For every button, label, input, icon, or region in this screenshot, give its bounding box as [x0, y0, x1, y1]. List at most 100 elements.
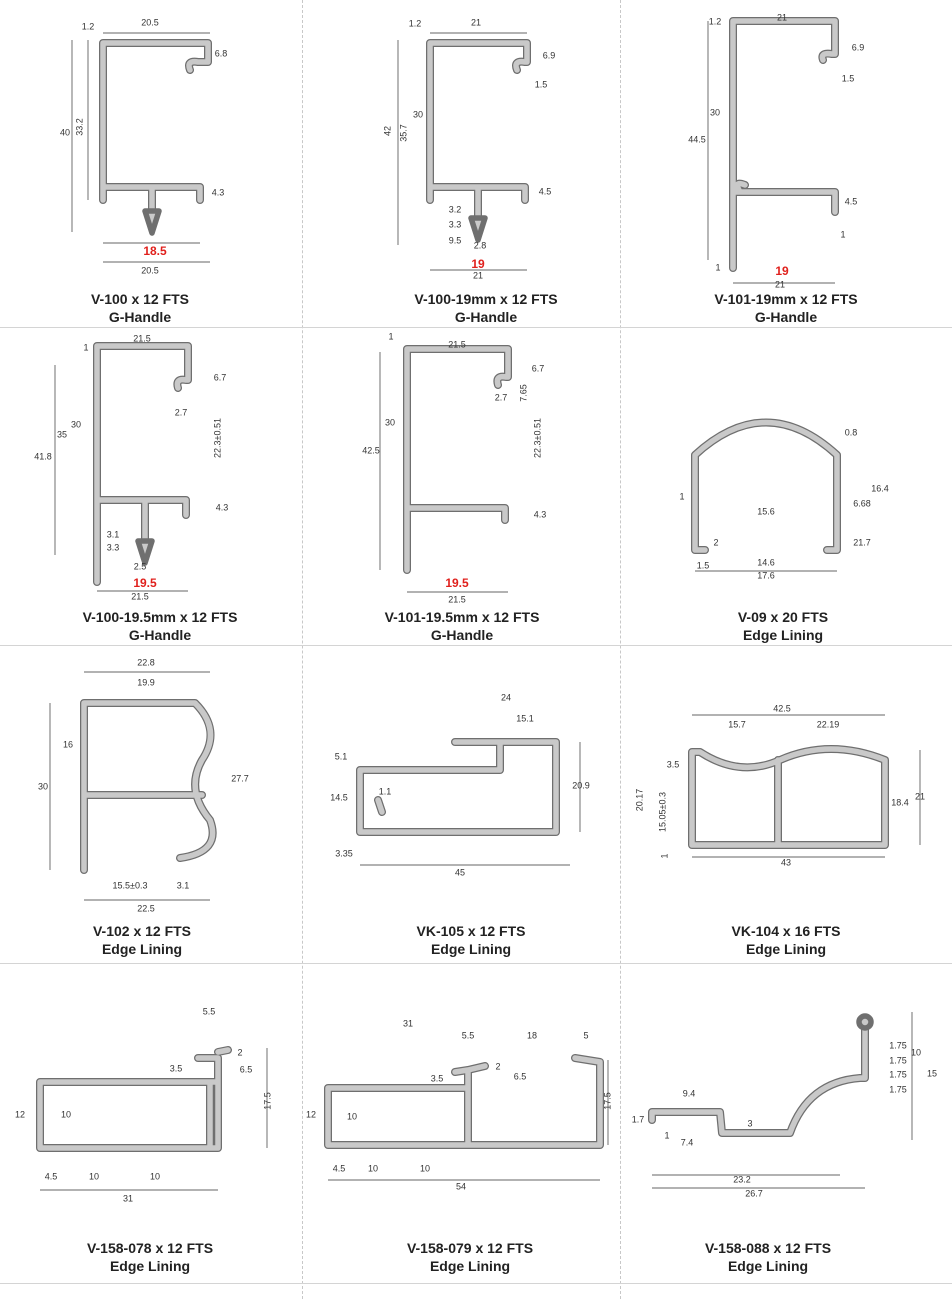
- profile-title: V-100-19mm x 12 FTS: [414, 291, 558, 307]
- dimension-label: 2.8: [473, 240, 487, 251]
- dimension-label: 1: [659, 853, 670, 859]
- dimension-label: 1: [840, 229, 846, 240]
- dimension-label: 4.5: [332, 1163, 346, 1174]
- profile-card-vk105: VK-105 x 12 FTS Edge Lining: [321, 922, 621, 958]
- dimension-label: 21.5: [131, 591, 149, 602]
- dimension-label: 35.7: [398, 124, 409, 142]
- key-width-label: 19: [471, 257, 485, 271]
- dimension-label: 6.9: [851, 42, 865, 53]
- dimension-label: 21.5: [448, 339, 466, 350]
- dimension-label: 12: [305, 1109, 317, 1120]
- dimension-label: 30: [37, 781, 49, 792]
- profile-category: Edge Lining: [101, 941, 183, 957]
- profile-category: Edge Lining: [742, 627, 824, 643]
- dimension-label: 33.2: [74, 118, 85, 136]
- dimension-label: 27.7: [231, 773, 249, 784]
- dimension-label: 21: [470, 17, 482, 28]
- profile-title: V-100 x 12 FTS: [90, 291, 190, 307]
- profile-category: G-Handle: [754, 309, 818, 325]
- dimension-label: 4.5: [538, 186, 552, 197]
- dimension-label: 6.68: [853, 498, 871, 509]
- profile-title: V-101-19.5mm x 12 FTS: [384, 609, 540, 625]
- dimension-label: 15.6: [757, 506, 775, 517]
- dimension-label: 19.9: [137, 677, 155, 688]
- dimension-label: 9.5: [448, 235, 462, 246]
- dimension-label: 2.7: [494, 392, 508, 403]
- dimension-label: 23.2: [733, 1174, 751, 1185]
- dimension-label: 21: [472, 270, 484, 281]
- profile-category: Edge Lining: [430, 941, 512, 957]
- dimension-label: 0.8: [844, 427, 858, 438]
- dimension-label: 1: [679, 491, 685, 502]
- dimension-label: 1.7: [631, 1114, 645, 1125]
- dimension-label: 20.5: [141, 265, 159, 276]
- dimension-label: 21.7: [853, 537, 871, 548]
- key-width-label: 19.5: [445, 576, 469, 590]
- dimension-label: 42.5: [362, 445, 380, 456]
- handle-barb-shape: [135, 538, 155, 566]
- dimension-label: 1: [715, 262, 721, 273]
- handle-barb-shape: [468, 215, 488, 243]
- column-divider: [620, 0, 621, 1299]
- dimension-label: 18: [526, 1030, 538, 1041]
- profile-section-shape: [36, 1046, 232, 1152]
- profile-section-shape: [692, 419, 840, 553]
- dimension-label: 6.7: [531, 363, 545, 374]
- dimension-label: 10: [149, 1171, 161, 1182]
- profile-category: Edge Lining: [109, 1258, 191, 1274]
- dimension-label: 22.8: [137, 657, 155, 668]
- dimension-label: 22.3±0.51: [532, 418, 543, 458]
- dimension-label: 14.5: [330, 792, 348, 803]
- dimension-label: 10: [910, 1047, 922, 1058]
- column-divider: [302, 0, 303, 1299]
- dimension-label: 10: [367, 1163, 379, 1174]
- dimension-label: 15.7: [728, 719, 746, 730]
- key-width-label: 19.5: [133, 576, 157, 590]
- dimension-label: 3.3: [106, 542, 120, 553]
- dimension-label: 1.75: [889, 1084, 907, 1095]
- dimension-label: 1.5: [534, 79, 548, 90]
- dimension-label: 42.5: [773, 703, 791, 714]
- profile-section-shape: [325, 1055, 603, 1148]
- dimension-label: 4.3: [211, 187, 225, 198]
- dimension-label: 31: [122, 1193, 134, 1204]
- dimension-label: 1: [388, 331, 394, 342]
- dimension-label: 45: [454, 867, 466, 878]
- dimension-label: 1.2: [81, 21, 95, 32]
- dimension-label: 22.3±0.51: [212, 418, 223, 458]
- profile-category: G-Handle: [454, 309, 518, 325]
- profile-title: V-101-19mm x 12 FTS: [714, 291, 858, 307]
- profile-category: G-Handle: [430, 627, 494, 643]
- profile-card-v101-19mm: V-101-19mm x 12 FTS G-Handle: [636, 290, 936, 326]
- dimension-label: 10: [346, 1111, 358, 1122]
- profile-section-shape: [37, 1047, 231, 1151]
- dimension-label: 3.35: [335, 848, 353, 859]
- dimension-label: 1.75: [889, 1055, 907, 1066]
- dimension-label: 20.17: [634, 788, 645, 812]
- dimension-label: 1.75: [889, 1040, 907, 1051]
- profile-section-shape: [81, 700, 216, 873]
- profile-section-shape: [404, 346, 511, 573]
- dimension-label: 30: [70, 419, 82, 430]
- dimension-label: 10: [60, 1109, 72, 1120]
- dimension-label: 2.5: [133, 561, 147, 572]
- dimension-label: 9.4: [682, 1088, 696, 1099]
- dimension-label: 6.7: [213, 372, 227, 383]
- dimension-label: 6.5: [513, 1071, 527, 1082]
- dimension-label: 4.3: [215, 502, 229, 513]
- dimension-label: 30: [384, 417, 396, 428]
- dimension-label: 1.5: [841, 73, 855, 84]
- dimension-label: 21.5: [133, 333, 151, 344]
- profile-title: VK-105 x 12 FTS: [416, 923, 526, 939]
- profile-section-shape: [730, 18, 838, 271]
- profile-category: Edge Lining: [727, 1258, 809, 1274]
- dimension-label: 21: [774, 279, 786, 290]
- dimension-label: 3.5: [430, 1073, 444, 1084]
- dimension-label: 1: [83, 342, 89, 353]
- profile-section-shape: [649, 1022, 868, 1136]
- profile-category: G-Handle: [108, 309, 172, 325]
